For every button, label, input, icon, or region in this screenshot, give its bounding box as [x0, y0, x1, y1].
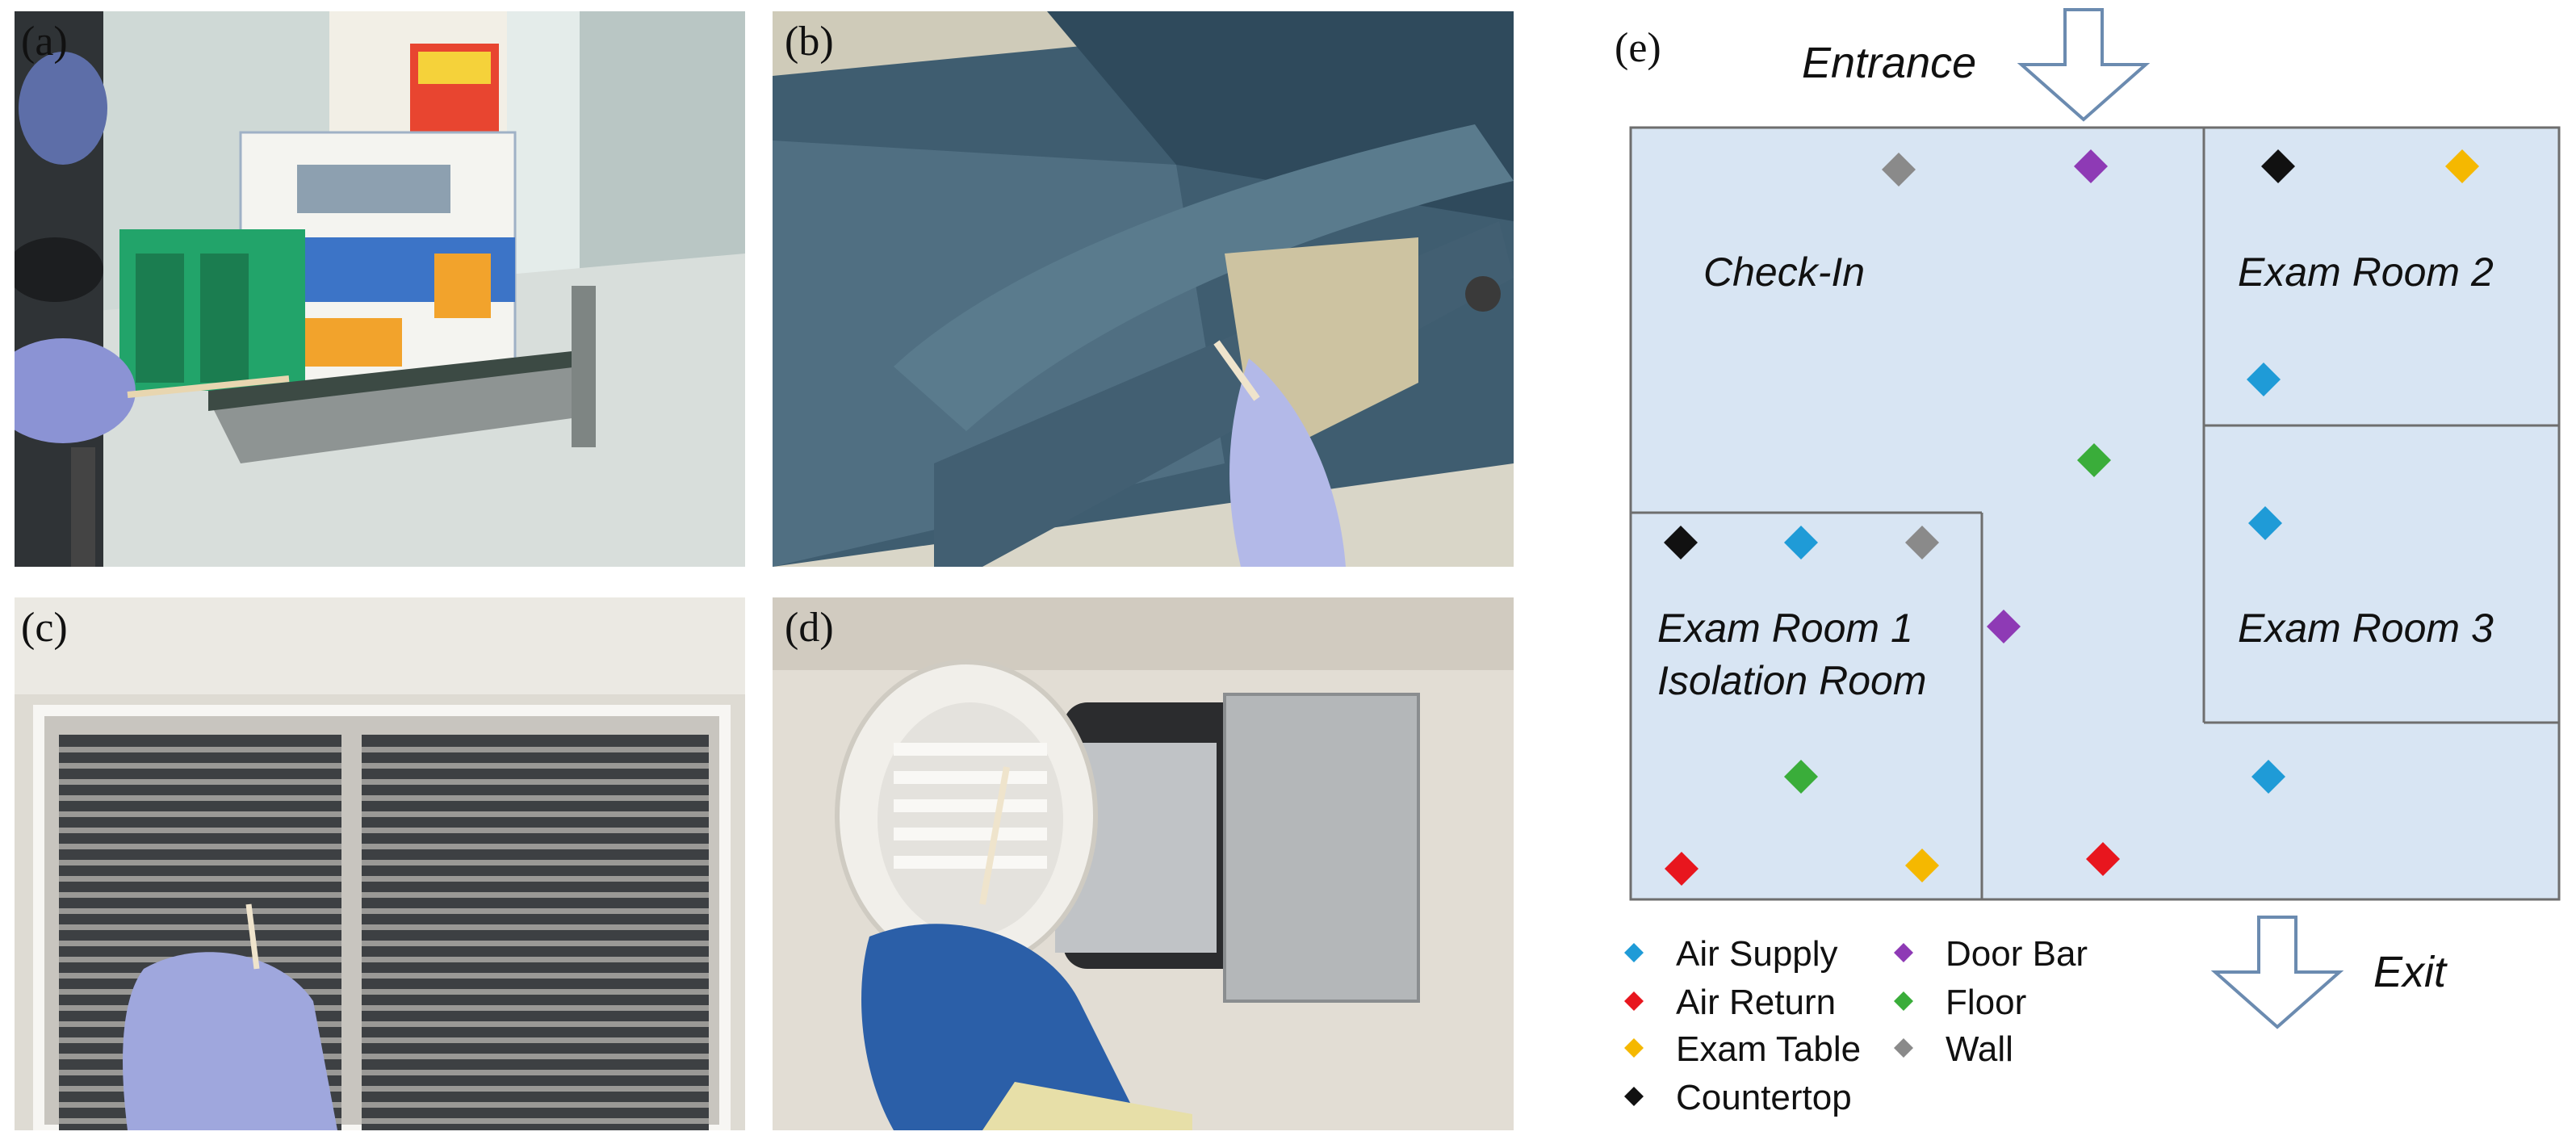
grille-slat: [59, 924, 341, 930]
exit-arrow: [2210, 916, 2344, 1029]
grille-slat: [362, 957, 709, 962]
grille-slat: [59, 844, 341, 849]
sample-marker-exam-table: [2445, 149, 2479, 183]
photo-a: [15, 11, 745, 567]
grille-slat: [362, 1086, 709, 1092]
grille-slat: [362, 989, 709, 995]
legend-label-door-bar: Door Bar: [1946, 934, 2088, 974]
grille-slat: [362, 1021, 709, 1027]
sample-marker-wall: [1905, 526, 1939, 560]
grille-slat: [362, 795, 709, 801]
entrance-label: Entrance: [1802, 39, 1976, 87]
grille-slat: [362, 779, 709, 785]
grille-slat: [362, 908, 709, 914]
photo-b: [773, 11, 1514, 567]
sample-markers: [1664, 149, 2479, 886]
grille-slat: [362, 1037, 709, 1043]
panel-label-d: (d): [785, 605, 834, 651]
room-label-exam1: Exam Room 1: [1657, 606, 1913, 651]
grille-slat: [362, 924, 709, 930]
grille-slat: [59, 763, 341, 769]
grille-slat: [362, 1005, 709, 1011]
grille-slat: [362, 828, 709, 833]
sample-marker-air-supply: [2247, 363, 2281, 396]
sample-marker-air-supply: [1784, 526, 1818, 560]
grille-slat: [362, 1118, 709, 1124]
panel-label-c: (c): [21, 605, 68, 651]
sample-marker-exam-table: [1905, 849, 1939, 882]
sample-marker-air-return: [1665, 852, 1698, 886]
grille-slat: [362, 811, 709, 817]
legend-label-air-return: Air Return: [1676, 983, 1836, 1022]
grille-slat: [362, 844, 709, 849]
photo-b-illustration: [773, 11, 1514, 567]
photo-c: [15, 597, 745, 1130]
sample-marker-door-bar: [2074, 149, 2108, 183]
grille-slat: [362, 860, 709, 865]
grille-slat: [59, 828, 341, 833]
grille-slat: [59, 941, 341, 946]
photo-a-illustration: [15, 11, 745, 567]
legend-label-countertop: Countertop: [1676, 1078, 1852, 1117]
entrance-arrow: [2017, 8, 2151, 122]
legend-swatch-wall: [1894, 1038, 1913, 1058]
sample-marker-floor: [1784, 760, 1818, 794]
photo-c-illustration: [15, 597, 745, 1130]
legend-label-floor: Floor: [1946, 983, 2026, 1022]
grille-slat: [362, 876, 709, 882]
grille-slat: [362, 892, 709, 898]
grille-slat: [59, 779, 341, 785]
sample-marker-countertop: [2261, 149, 2295, 183]
grille-slat: [362, 941, 709, 946]
sample-marker-countertop: [1664, 526, 1698, 560]
sample-marker-air-supply: [2251, 760, 2285, 794]
grille-slat: [362, 1054, 709, 1059]
legend-label-exam-table: Exam Table: [1676, 1029, 1861, 1069]
room-label-exam2: Exam Room 2: [2238, 249, 2494, 295]
grille-slat: [59, 908, 341, 914]
grille-slat: [362, 1070, 709, 1075]
panel-label-a: (a): [21, 19, 68, 65]
legend-swatch-air-return: [1624, 991, 1644, 1011]
legend-label-air-supply: Air Supply: [1676, 934, 1838, 974]
floorplan-outline: [1629, 126, 2561, 901]
grille-slat: [362, 763, 709, 769]
legend-swatch-countertop: [1624, 1087, 1644, 1106]
legend-swatch-door-bar: [1894, 943, 1913, 962]
sample-marker-door-bar: [1987, 610, 2021, 643]
room-label-isolation: Isolation Room: [1657, 658, 1927, 703]
legend-swatch-floor: [1894, 991, 1913, 1011]
grille-slat: [362, 1102, 709, 1108]
grille-slat: [59, 811, 341, 817]
photo-d: [773, 597, 1514, 1130]
sample-marker-air-supply: [2248, 506, 2282, 540]
grille-slat: [59, 876, 341, 882]
legend-swatch-exam-table: [1624, 1038, 1644, 1058]
panel-label-b: (b): [785, 19, 834, 65]
legend-label-wall: Wall: [1946, 1029, 2013, 1069]
sample-marker-wall: [1882, 153, 1916, 187]
grille-slat: [362, 747, 709, 752]
room-label-checkin: Check-In: [1703, 249, 1865, 295]
grille-slat: [59, 747, 341, 752]
grille-slat: [362, 973, 709, 979]
sample-marker-floor: [2077, 443, 2111, 477]
grille-slat: [59, 795, 341, 801]
sample-marker-air-return: [2086, 842, 2120, 876]
exit-label: Exit: [2373, 948, 2448, 996]
legend-swatch-air-supply: [1624, 943, 1644, 962]
grille-slat: [59, 892, 341, 898]
room-label-exam3: Exam Room 3: [2238, 606, 2494, 651]
grille-slat: [59, 860, 341, 865]
panel-label-e: (e): [1615, 25, 1661, 71]
photo-d-illustration: [773, 597, 1514, 1130]
